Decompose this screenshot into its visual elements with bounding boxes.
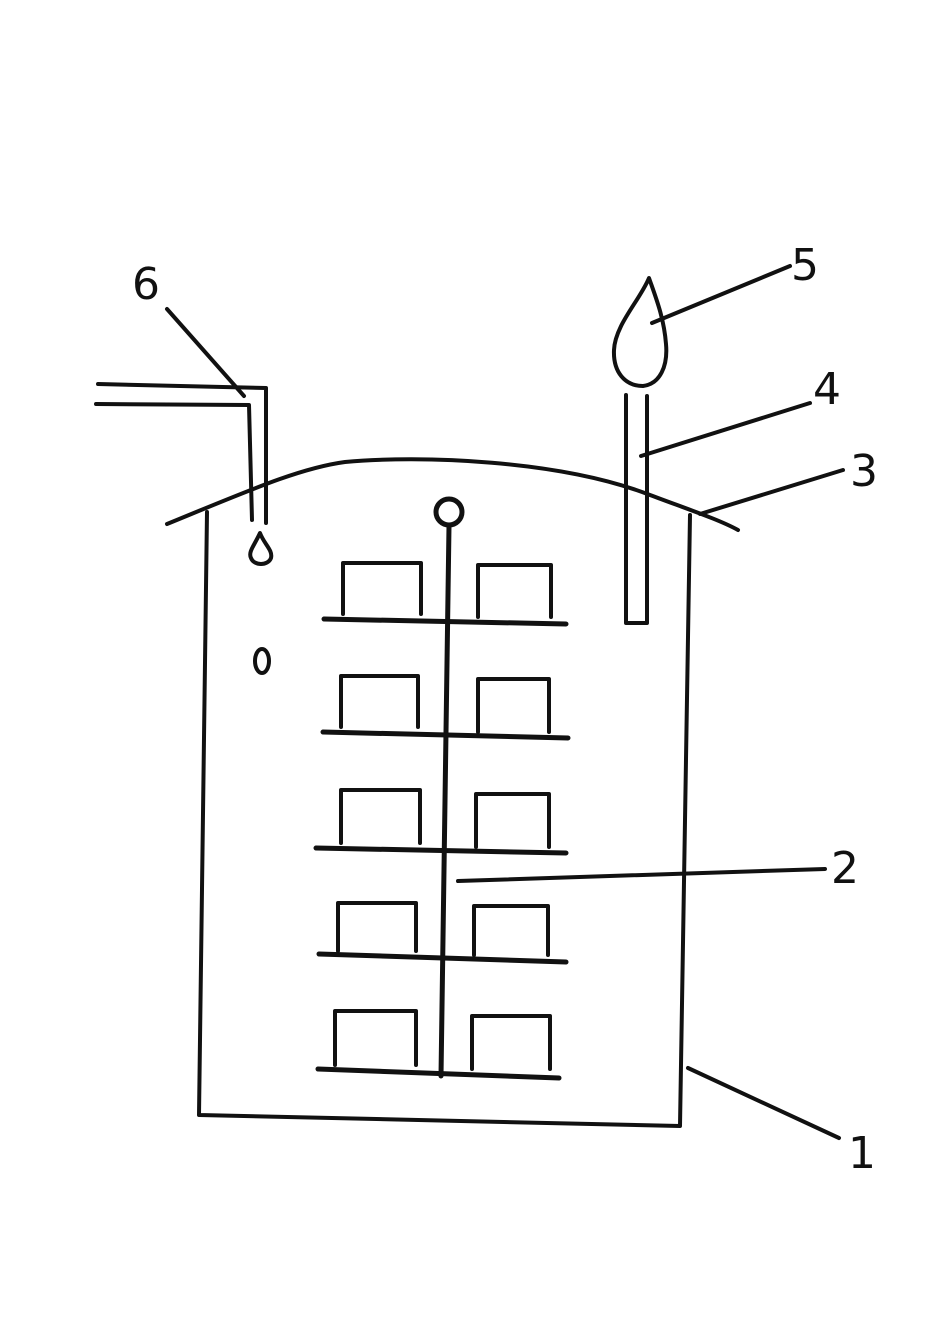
- rack: [313, 496, 571, 1081]
- label-gas-pipe: 4: [813, 364, 841, 415]
- label-flame: 5: [791, 240, 819, 291]
- water-drop-icon: [248, 531, 274, 566]
- water-pipe: [94, 382, 268, 525]
- leader-lines: [165, 264, 845, 1140]
- tank: [197, 510, 692, 1128]
- rack-shelf: [316, 901, 569, 965]
- leader-line-3: [698, 468, 845, 516]
- rack-shelf: [315, 1009, 562, 1081]
- label-lid: 3: [850, 446, 878, 497]
- gas-pipe: [624, 393, 649, 625]
- leader-line-2: [456, 867, 827, 883]
- leader-line-1: [686, 1066, 841, 1140]
- label-rack: 2: [831, 843, 859, 894]
- leader-line-5: [650, 264, 792, 325]
- label-tank: 1: [848, 1128, 876, 1179]
- flame-icon: [611, 276, 669, 388]
- lid: [165, 457, 740, 532]
- leader-line-6: [165, 307, 246, 398]
- leader-line-4: [639, 401, 812, 458]
- rack-shelf: [320, 674, 571, 741]
- label-water-pipe: 6: [132, 259, 160, 310]
- rack-shelf: [313, 788, 569, 856]
- rack-shelf: [321, 561, 569, 627]
- water-drop-icon: [253, 647, 271, 675]
